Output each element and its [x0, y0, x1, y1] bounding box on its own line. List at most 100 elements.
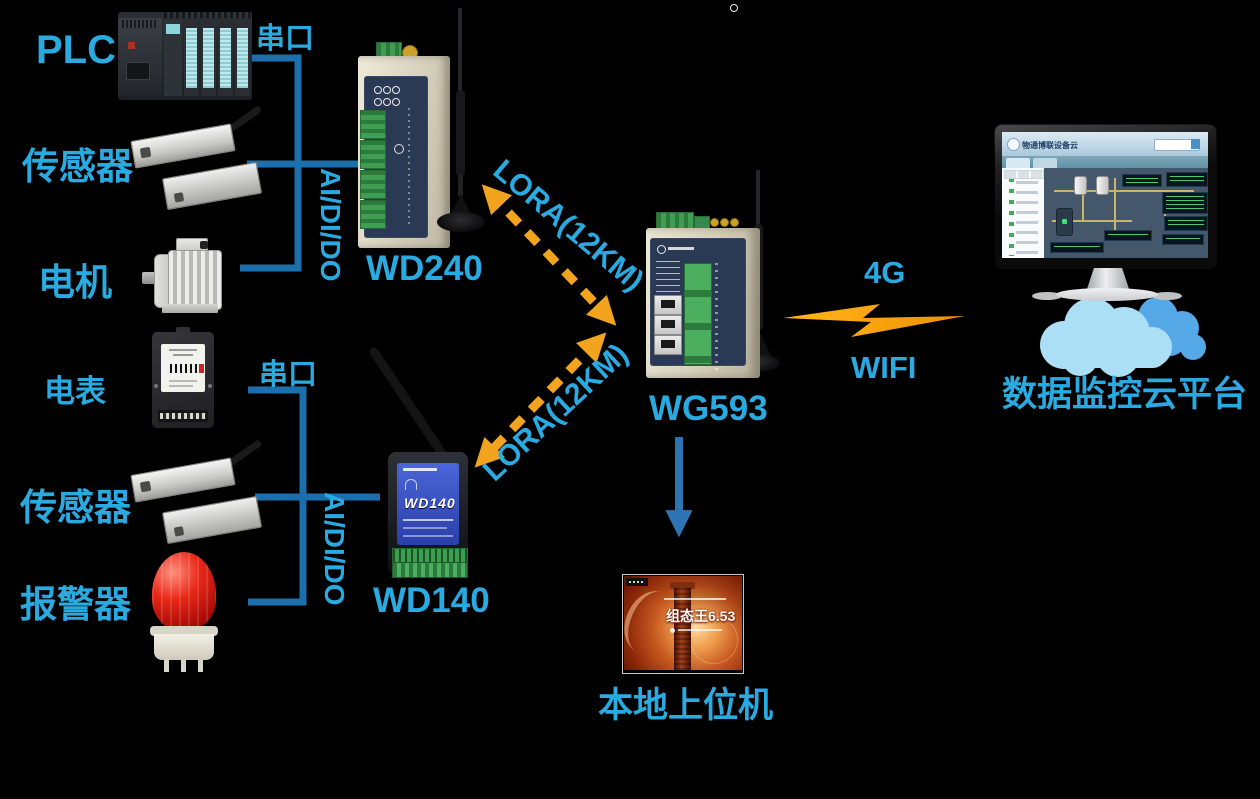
- plc-vent: [122, 20, 158, 28]
- screen-sidebar-buttons: [1004, 170, 1044, 179]
- wd140-logo: [403, 468, 437, 471]
- wd140-signal-icon: [405, 479, 417, 490]
- wg593-ethernet-port: [654, 295, 682, 315]
- wd240-antenna-rod: [458, 8, 462, 92]
- sensor-top-label: 传感器: [22, 146, 133, 187]
- wg593-ethernet-port: [654, 335, 682, 355]
- alarm-label: 报警器: [20, 584, 131, 625]
- cloud-platform-label: 数据监控云平台: [1002, 375, 1248, 414]
- splash-sub-text: [678, 629, 722, 631]
- wd240-terminal-block: [360, 170, 386, 199]
- wd240-label: WD240: [366, 249, 483, 288]
- screen-scada-view: [1044, 168, 1208, 258]
- scada-data-panel: [1050, 242, 1104, 253]
- scada-data-panel: [1164, 216, 1208, 231]
- scada-pipe: [1114, 178, 1116, 238]
- wd140-label-panel: WD140: [397, 463, 459, 545]
- monitor-stand-wing: [1032, 292, 1062, 300]
- plc-cpu-tab: [166, 24, 180, 34]
- wd240-led: [383, 98, 391, 106]
- kingview-splash: 组态王6.53: [622, 574, 746, 676]
- monitor-stand-base: [1056, 288, 1158, 301]
- wg593-terminal-column: [684, 263, 712, 365]
- alarm-collar: [150, 626, 218, 636]
- motor-feet: [162, 304, 218, 313]
- motor-body: [168, 250, 222, 310]
- alarm-beacon-image: [148, 550, 220, 672]
- cloud-monitor: 物通博联设备云: [994, 124, 1220, 304]
- plc-io-module: [235, 20, 250, 96]
- scada-data-panel: [1162, 192, 1208, 214]
- meter-tab: [176, 327, 190, 333]
- scada-pipe: [1054, 190, 1194, 192]
- splash-art: 组态王6.53: [624, 576, 742, 670]
- local-host-label: 本地上位机: [598, 686, 774, 725]
- wd140-terminal-row: [392, 548, 468, 564]
- splash-corner-label: [626, 578, 648, 586]
- wd240-label-text: [408, 108, 410, 228]
- wg593-antenna-rod: [756, 170, 760, 226]
- meter-image: [152, 327, 214, 428]
- wg593-label: WG593: [649, 389, 768, 428]
- serial-bus-top-label: 串口: [256, 23, 315, 55]
- wg593-front-panel: [650, 238, 746, 375]
- screen-logo-icon: [1007, 138, 1020, 151]
- sensor-image-top: [126, 105, 263, 222]
- screen-tab-bar: [1002, 156, 1208, 168]
- plc-label: PLC: [36, 28, 116, 72]
- scada-pipe: [1052, 220, 1132, 222]
- cloud-front-icon: [1040, 298, 1172, 377]
- serial-bus-bottom-label: 串口: [259, 359, 318, 391]
- sensor-bar: [161, 495, 263, 545]
- plc-image: [118, 12, 252, 100]
- wd240-terminal-block: [360, 140, 386, 169]
- screen-search-box: [1154, 139, 1200, 151]
- screen-search-button: [1191, 139, 1200, 149]
- alarm-pin: [164, 660, 169, 672]
- wd240-led: [374, 86, 382, 94]
- meter-text-line: [169, 385, 193, 387]
- plc-led: [128, 42, 135, 49]
- wg593-logo-text: [668, 247, 694, 250]
- wd240-logo: [394, 144, 404, 154]
- meter-label: 电表: [44, 374, 106, 409]
- cellular-label: 4G: [864, 255, 906, 290]
- sensor-bottom-label: 传感器: [20, 487, 131, 528]
- meter-counter: [167, 364, 199, 373]
- scada-data-panel: [1122, 174, 1162, 187]
- meter-text-line: [169, 380, 197, 382]
- wd140-device: WD140: [386, 450, 472, 580]
- plc-top-vent: [164, 12, 252, 18]
- wd140-text-line: [403, 535, 453, 537]
- alarm-pin: [198, 660, 203, 672]
- wd240-terminal-block: [360, 200, 386, 229]
- plc-power-module: [118, 18, 162, 96]
- meter-screw: [208, 384, 212, 388]
- alarm-dome: [152, 552, 216, 630]
- splash-small-text: [664, 598, 726, 600]
- meter-text-line: [169, 349, 197, 351]
- wd140-terminal-pins: [392, 562, 468, 578]
- plc-io-module: [184, 20, 199, 96]
- wd240-antenna-rod: [458, 174, 463, 196]
- wd240-antenna-base: [437, 212, 485, 232]
- meter-screw: [154, 384, 158, 388]
- plc-window: [126, 62, 150, 80]
- scada-data-panel: [1166, 172, 1208, 187]
- wd240-led: [730, 4, 738, 12]
- screen-header: 物通博联设备云: [1002, 132, 1208, 156]
- wg593-device: [644, 168, 786, 380]
- screen-header-title: 物通博联设备云: [1022, 141, 1078, 150]
- wg593-antenna-connector: [710, 218, 719, 227]
- alarm-ribs: [152, 552, 216, 630]
- sensor-bar: [161, 161, 263, 211]
- screen-tree-sidebar: [1002, 168, 1045, 258]
- alarm-base: [154, 634, 214, 660]
- io-bus-top-label: AI/DI/DO: [315, 168, 346, 282]
- motor-image: [142, 238, 230, 314]
- wd140-label: WD140: [373, 581, 490, 620]
- lora-link-bottom: [474, 332, 607, 468]
- wd240-terminal-block: [360, 110, 386, 139]
- wd240-antenna-rod: [456, 90, 465, 176]
- motor-cap-dot: [200, 241, 208, 249]
